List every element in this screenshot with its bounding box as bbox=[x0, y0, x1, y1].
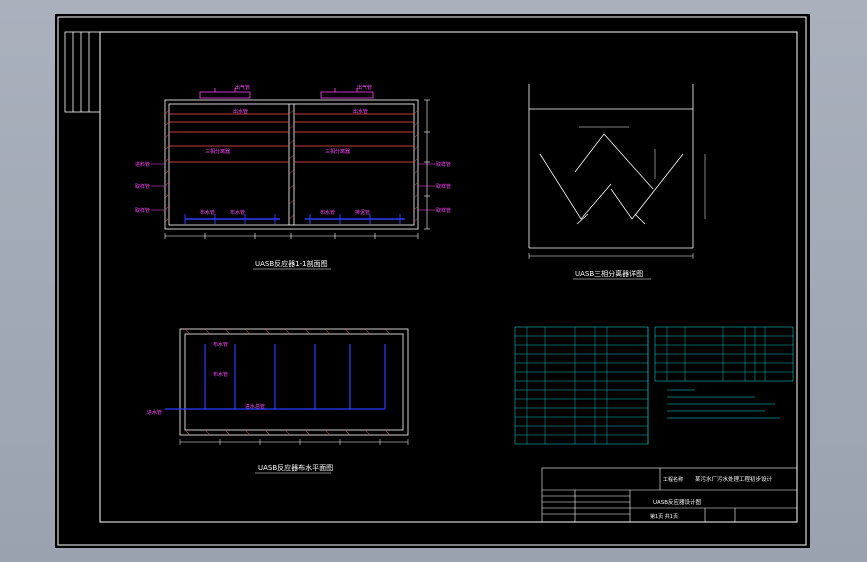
label-pipe-2: 布水管 bbox=[230, 209, 245, 216]
section-view: 出气管 出气管 bbox=[135, 84, 451, 270]
label-separator-2: 三相分离器 bbox=[325, 148, 350, 155]
plan-pipes bbox=[165, 344, 386, 410]
separator-detail: UASB三相分离器详图 bbox=[528, 84, 706, 280]
pipe-risers bbox=[184, 214, 401, 224]
title-block bbox=[541, 467, 798, 523]
separator-title: UASB三相分离器详图 bbox=[575, 269, 643, 278]
cad-drawing: 出气管 出气管 bbox=[57, 16, 807, 546]
label-separator-1: 三相分离器 bbox=[205, 148, 230, 155]
outer-border bbox=[57, 16, 807, 546]
plan-label-4: 进水管 bbox=[147, 409, 162, 416]
side-label-5: 取样管 bbox=[436, 183, 451, 190]
label-outlet-2: 出水管 bbox=[353, 108, 368, 115]
material-tables bbox=[514, 326, 794, 445]
wall-hatch bbox=[164, 109, 419, 223]
plan-view: 布水管 布水管 进水总管 进水管 UASB反应器布水平面图 bbox=[147, 328, 409, 474]
cad-viewport[interactable]: 出气管 出气管 bbox=[55, 14, 810, 548]
separator-dimensions bbox=[528, 126, 706, 259]
plan-hatch bbox=[184, 328, 391, 436]
section-title: UASB反应器1-1剖面图 bbox=[255, 259, 328, 268]
gas-pipe-outlines bbox=[199, 88, 374, 99]
top-label-2: 出气管 bbox=[357, 84, 372, 91]
label-pipe-1: 布水管 bbox=[200, 209, 215, 216]
plan-label-3: 进水总管 bbox=[245, 403, 265, 410]
tb-company: 工程名称 bbox=[663, 476, 683, 483]
tb-sheet: 第1页 共1页 bbox=[650, 513, 678, 520]
tb-drawing-name: UASB反应器设计图 bbox=[653, 498, 702, 506]
plan-label-2: 布水管 bbox=[213, 371, 228, 378]
tb-project: 某污水厂污水处理工程初步设计 bbox=[695, 475, 773, 483]
inner-border bbox=[99, 31, 798, 523]
material-table-rows bbox=[515, 327, 793, 444]
label-pipe-3: 布水管 bbox=[320, 209, 335, 216]
label-sludge: 排泥管 bbox=[355, 209, 370, 216]
side-leaders bbox=[151, 163, 435, 211]
binding-strip bbox=[64, 31, 101, 113]
section-dimensions bbox=[164, 99, 430, 239]
side-label-1: 进料管 bbox=[135, 161, 150, 168]
notes-block bbox=[667, 389, 780, 419]
top-label-1: 出气管 bbox=[235, 84, 250, 91]
water-levels bbox=[169, 113, 414, 163]
plan-title: UASB反应器布水平面图 bbox=[258, 463, 333, 472]
plan-dimensions bbox=[179, 439, 409, 445]
side-label-3: 取样管 bbox=[135, 207, 150, 214]
separator-box bbox=[528, 84, 694, 249]
plan-walls bbox=[179, 328, 409, 436]
side-label-2: 取样管 bbox=[135, 183, 150, 190]
plan-label-1: 布水管 bbox=[213, 341, 228, 348]
side-label-6: 取样管 bbox=[436, 207, 451, 214]
reactor-walls bbox=[164, 99, 419, 230]
label-outlet-1: 出水管 bbox=[233, 108, 248, 115]
side-label-4: 取样管 bbox=[436, 161, 451, 168]
